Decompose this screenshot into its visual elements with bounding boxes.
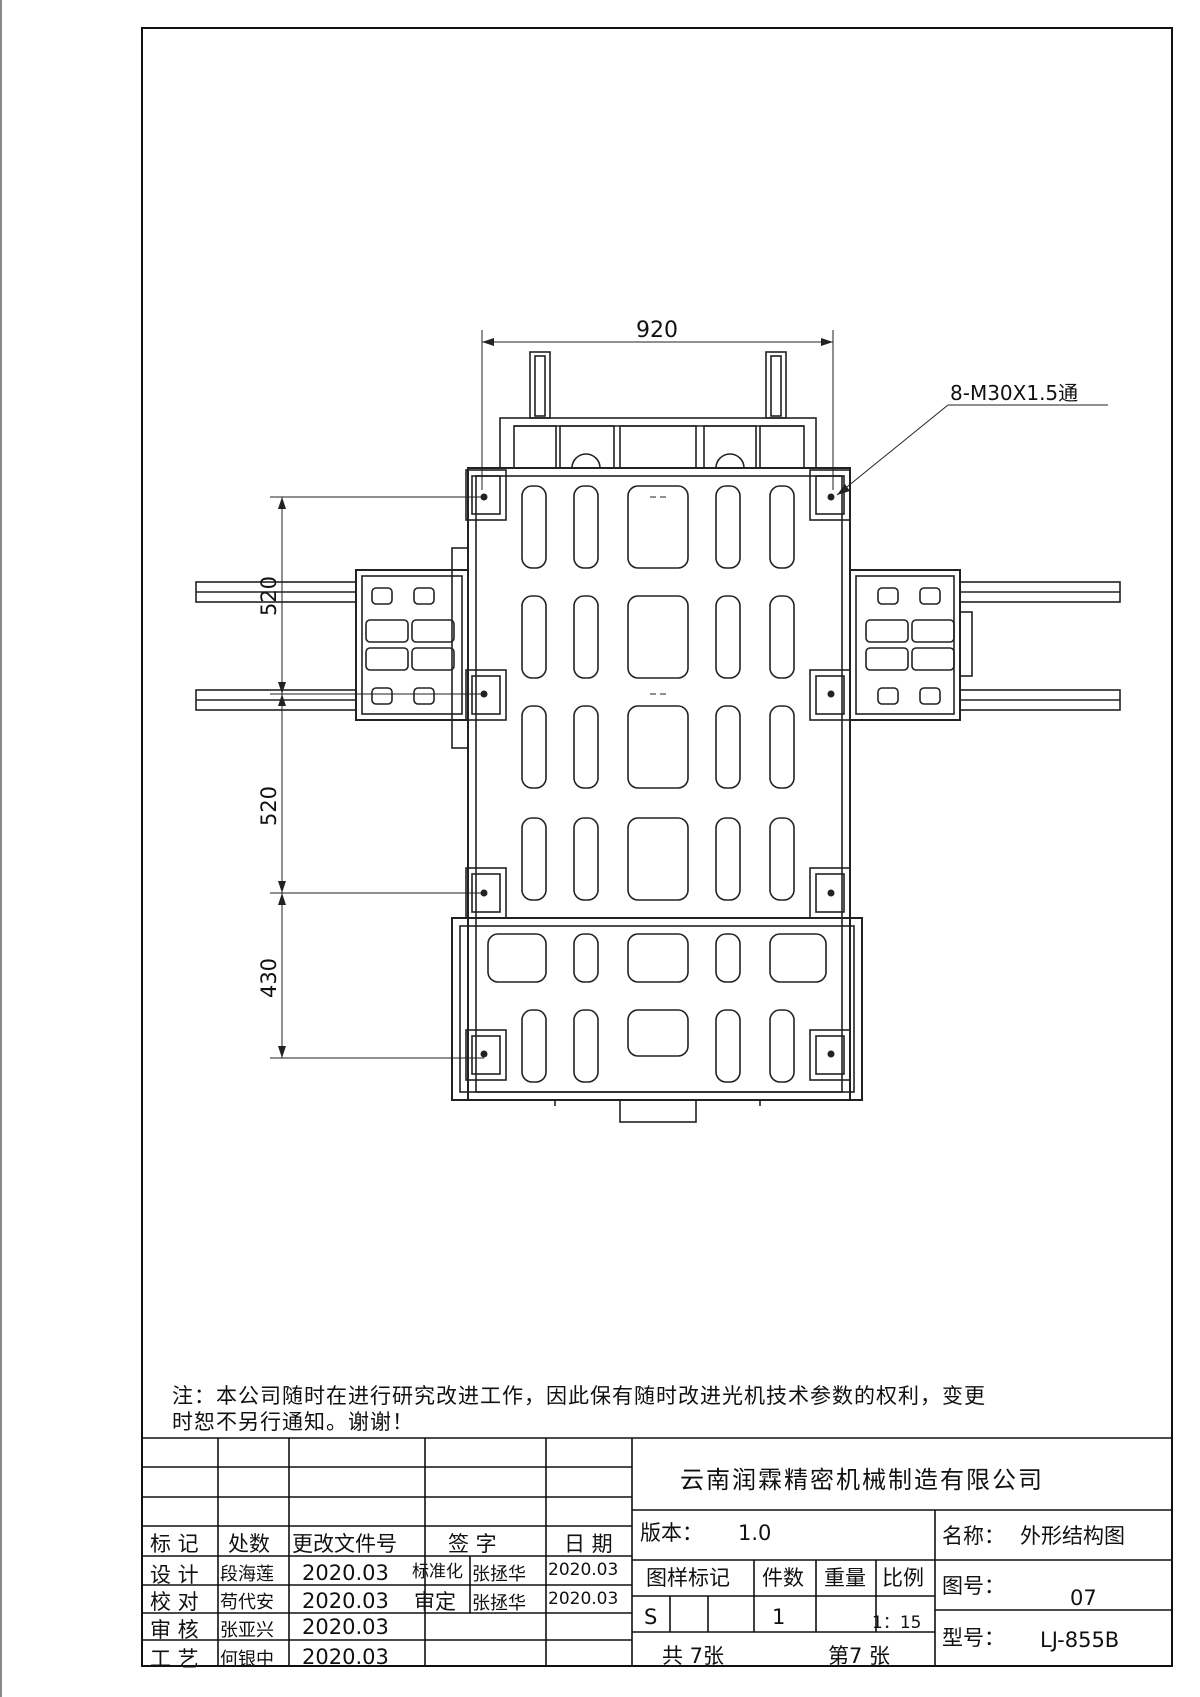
name-label: 名称： <box>942 1524 1005 1548</box>
sheet-number: 第7 张 <box>828 1644 891 1668</box>
dim-hole-spec: 8-M30X1.5通 <box>950 381 1078 405</box>
date-review: 2020.03 <box>302 1615 389 1639</box>
drawing-no-value: 07 <box>1070 1586 1097 1610</box>
dim-spacing-1: 520 <box>257 576 281 616</box>
header-count: 处数 <box>228 1532 270 1556</box>
date-check: 2020.03 <box>302 1589 389 1613</box>
standardization-label: 标准化 <box>412 1562 463 1582</box>
dim-spacing-2: 520 <box>257 786 281 826</box>
title-block-grid <box>142 1437 1172 1666</box>
dimension-lines <box>270 330 1108 1059</box>
pattern-value: S <box>644 1605 658 1629</box>
date-process: 2020.03 <box>302 1645 389 1669</box>
version-value: 1.0 <box>738 1521 772 1545</box>
final-review-label: 审定 <box>414 1590 456 1614</box>
note-line-2: 时恕不另行通知。谢谢！ <box>172 1410 414 1434</box>
drawing-no-label: 图号： <box>942 1574 1005 1598</box>
drawing-frame <box>141 27 1173 1667</box>
machine-top-view <box>195 351 1121 1123</box>
header-signature: 签 字 <box>448 1532 497 1556</box>
role-review: 审 核 <box>150 1618 199 1642</box>
qty-value: 1 <box>772 1605 786 1629</box>
header-date: 日 期 <box>564 1532 613 1556</box>
dim-width-920: 920 <box>636 318 678 343</box>
role-check: 校 对 <box>150 1590 199 1614</box>
model-value: LJ-855B <box>1040 1628 1120 1652</box>
role-design: 设 计 <box>150 1563 199 1587</box>
final-review-name: 张拯华 <box>472 1593 526 1614</box>
note-line-1: 注：本公司随时在进行研究改进工作，因此保有随时改进光机技术参数的权利，变更 <box>172 1384 986 1408</box>
name-process: 何银中 <box>220 1649 274 1670</box>
name-design: 段海莲 <box>220 1564 274 1585</box>
scale-label: 比例 <box>882 1566 924 1590</box>
dim-spacing-3: 430 <box>257 958 281 998</box>
qty-label: 件数 <box>762 1566 804 1590</box>
mounting-holes <box>480 493 835 1058</box>
weight-label: 重量 <box>824 1566 866 1590</box>
pattern-mark-label: 图样标记 <box>646 1566 730 1590</box>
role-process: 工 艺 <box>150 1647 199 1671</box>
name-review: 张亚兴 <box>220 1620 274 1641</box>
name-value: 外形结构图 <box>1020 1524 1125 1548</box>
scale-value: 1：15 <box>872 1613 922 1633</box>
standardization-date: 2020.03 <box>548 1560 619 1580</box>
header-mark: 标 记 <box>150 1532 199 1556</box>
standardization-name: 张拯华 <box>472 1564 526 1585</box>
company-name: 云南润霖精密机械制造有限公司 <box>680 1466 1044 1494</box>
header-change-doc: 更改文件号 <box>292 1532 397 1556</box>
final-review-date: 2020.03 <box>548 1589 619 1609</box>
dimension-arrows <box>278 338 850 1058</box>
model-label: 型号： <box>942 1626 1005 1650</box>
total-sheets: 共 7张 <box>662 1644 725 1668</box>
date-design: 2020.03 <box>302 1561 389 1585</box>
version-label: 版本： <box>640 1521 703 1545</box>
name-check: 苟代安 <box>220 1592 274 1613</box>
